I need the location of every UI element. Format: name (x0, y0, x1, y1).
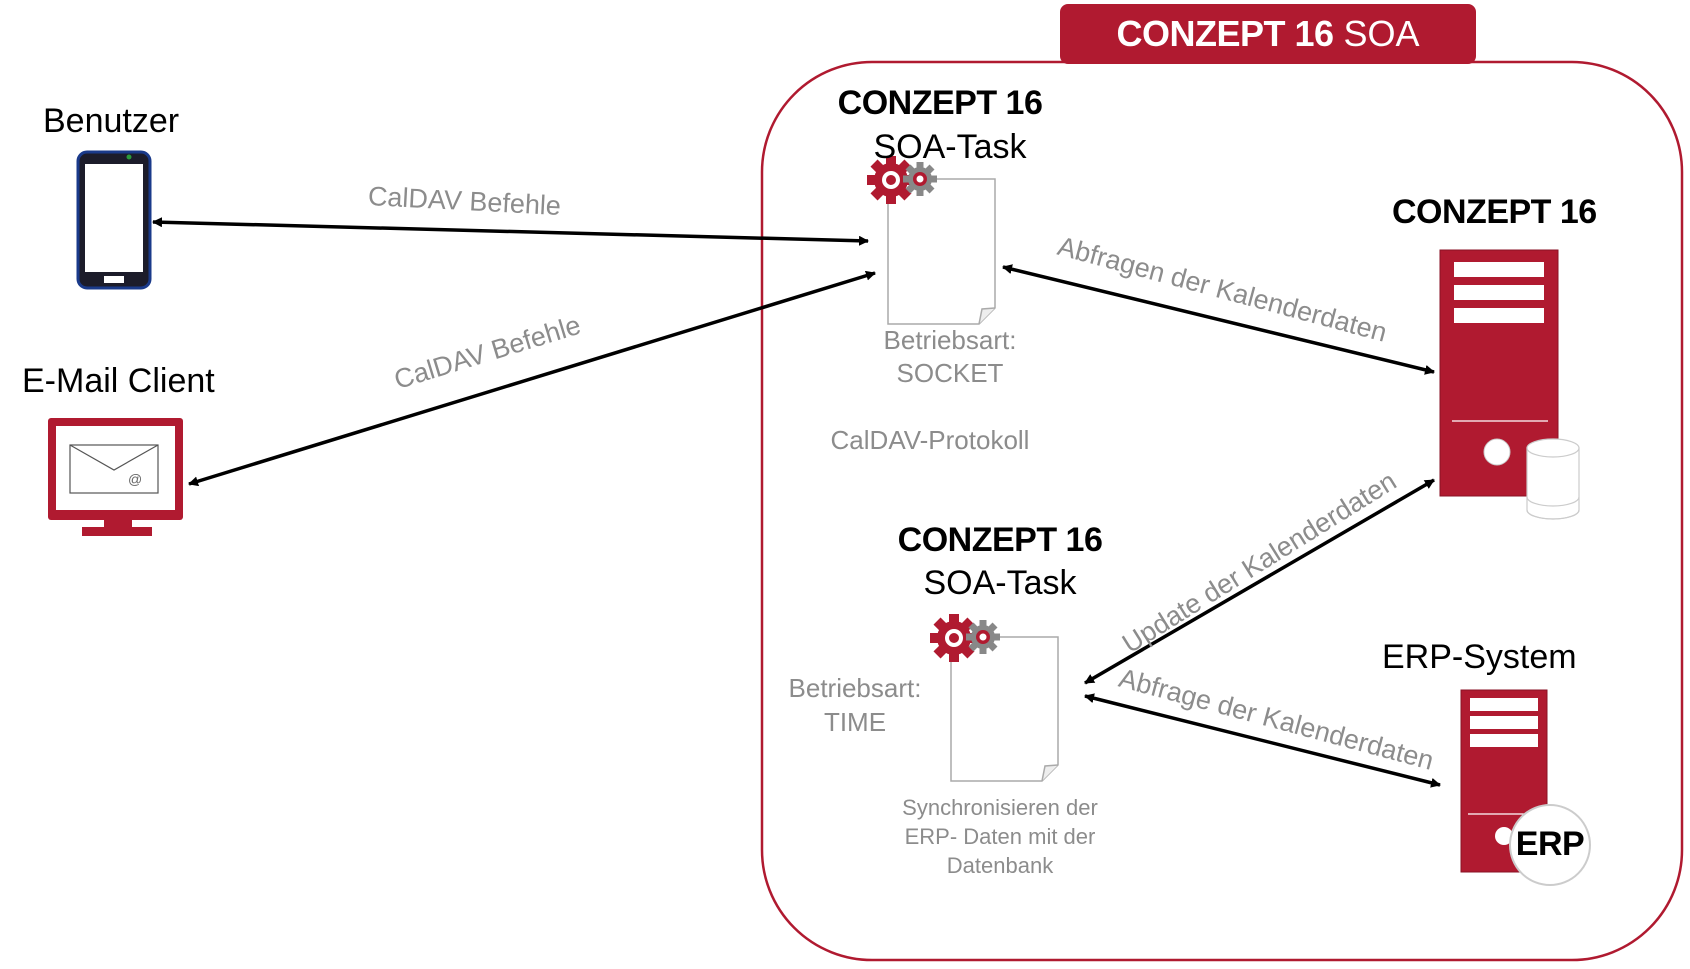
server-erp-icon (1460, 689, 1591, 886)
task1-mode-label: Betriebsart: (883, 325, 1017, 355)
edge-label-server-task2: Update der Kalenderdaten (1117, 466, 1402, 659)
soa-banner-product: SOA (1343, 13, 1420, 54)
erp-system-label: ERP-System (1382, 638, 1577, 676)
edge-label-task2-erp: Abfrage der Kalenderdaten (1116, 663, 1437, 776)
task2-mode-label: Betriebsart: (788, 673, 922, 703)
mail-client-label: E-Mail Client (22, 362, 215, 400)
task2-desc-line-1: Synchronisieren der (902, 795, 1098, 820)
soa-banner-brand: CONZEPT 16 (1116, 13, 1334, 54)
edge-label-mail-task1: CalDAV Befehle (391, 310, 584, 395)
task2-mode-value: TIME (823, 707, 887, 737)
task2-title: SOA-Task (923, 564, 1077, 602)
task2-brand: CONZEPT 16 (897, 521, 1103, 559)
protocol-label: CalDAV-Protokoll (830, 425, 1030, 455)
monitor-mail-icon: @ (48, 418, 183, 536)
arrow-task1-server (1002, 264, 1435, 375)
soa-banner-background (1060, 4, 1476, 64)
arrow-task2-erp (1084, 693, 1441, 788)
arrow-mail-task1 (188, 270, 876, 487)
task1-title: SOA-Task (873, 128, 1027, 166)
erp-badge: ERP (1515, 825, 1585, 863)
soa-banner: CONZEPT 16 SOA (1060, 4, 1476, 64)
user-label: Benutzer (43, 102, 180, 140)
server-database-icon (1439, 249, 1580, 520)
task1-brand: CONZEPT 16 (837, 84, 1043, 122)
task1-gears-document-icon (867, 156, 996, 325)
task1-mode-value: SOCKET (896, 358, 1004, 388)
smartphone-icon (76, 150, 152, 290)
task2-gears-document-icon (930, 614, 1059, 782)
arrow-user-task1 (152, 217, 869, 246)
edge-label-task1-server: Abfragen der Kalenderdaten (1055, 231, 1390, 348)
server-label: CONZEPT 16 (1392, 193, 1597, 231)
task2-desc-line-3: Datenbank (946, 853, 1054, 878)
task2-desc-line-2: ERP- Daten mit der (904, 824, 1096, 849)
arrow-server-task2 (1084, 478, 1435, 685)
edge-label-user-task1: CalDAV Befehle (367, 181, 561, 221)
at-glyph: @ (128, 471, 142, 487)
